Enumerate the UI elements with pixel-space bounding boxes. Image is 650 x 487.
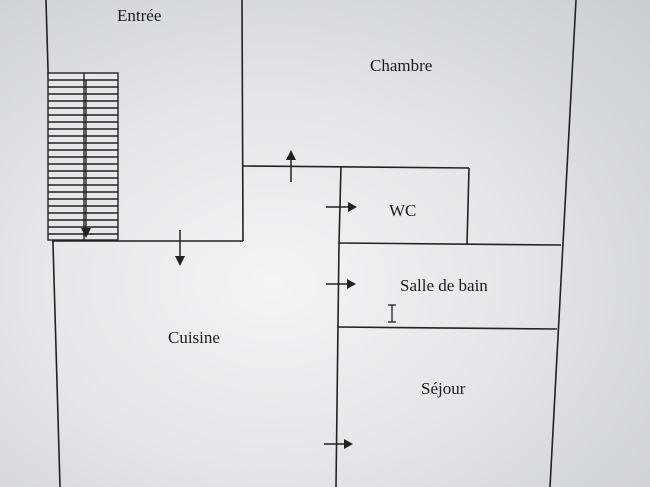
arrow-entree-to-cuisine — [175, 230, 185, 266]
wall-chambre-step — [242, 165, 470, 169]
room-label-sejour: Séjour — [421, 379, 466, 398]
wall-wc-left — [338, 165, 342, 244]
dimension-marker — [388, 304, 396, 323]
wall-sejour-top — [337, 326, 558, 330]
arrow-to-wc — [326, 202, 357, 212]
arrow-to-salle-de-bain — [326, 279, 356, 289]
room-label-salle-de-bain: Salle de bain — [400, 276, 488, 295]
room-label-entree: Entrée — [117, 6, 162, 25]
arrow-to-chambre — [286, 150, 296, 182]
room-label-chambre: Chambre — [370, 56, 433, 75]
wall-salle-de-bain-top — [338, 242, 562, 246]
wall-wc-right — [466, 167, 470, 245]
room-label-cuisine: Cuisine — [168, 328, 220, 347]
wall-center-vertical — [335, 242, 340, 487]
arrow-to-sejour — [324, 439, 353, 449]
room-label-wc: WC — [389, 201, 417, 220]
outer-wall-right — [549, 0, 577, 487]
wall-entree-right — [241, 0, 244, 242]
staircase — [47, 72, 119, 241]
